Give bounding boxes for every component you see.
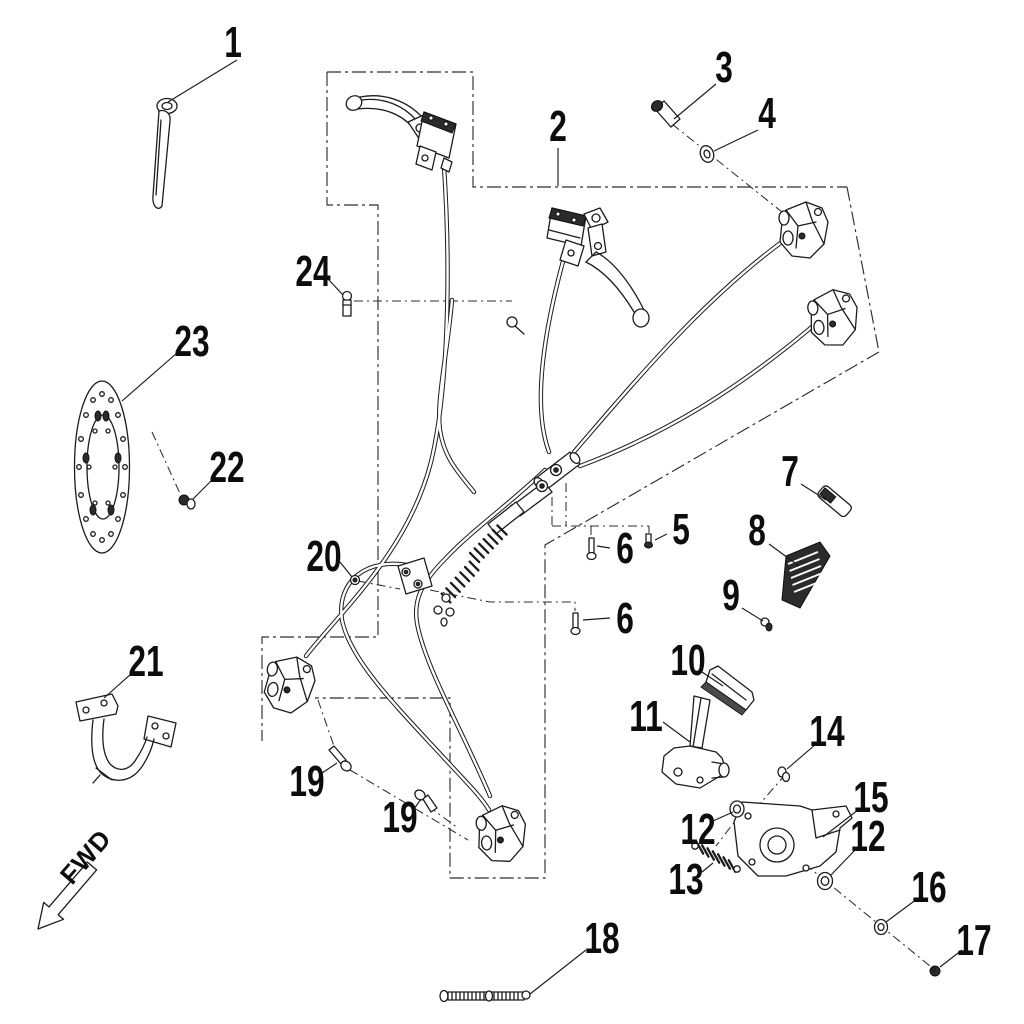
nut-17 (929, 965, 941, 977)
callout-8: 8 (748, 506, 766, 555)
hose-guard (152, 97, 178, 210)
bolt-3 (650, 100, 681, 128)
rear-brake-lever-assembly (546, 207, 650, 328)
mount-bracket (733, 801, 853, 877)
callout-20: 20 (306, 532, 341, 581)
carrier-bracket (75, 693, 177, 784)
callout-6a: 6 (616, 524, 634, 573)
pin-9 (760, 617, 773, 632)
brake-caliper-rear (474, 803, 529, 865)
bolt-19b (414, 789, 438, 813)
callout-13: 13 (668, 855, 703, 904)
callout-2: 2 (549, 102, 567, 151)
brake-caliper-front-left (259, 651, 320, 717)
pin-24 (341, 290, 353, 317)
bolt-5 (644, 533, 653, 549)
fwd-arrow-icon (37, 861, 98, 930)
bolt-6b (570, 612, 581, 636)
front-brake-lever-assembly (345, 95, 457, 173)
callout-24: 24 (295, 247, 331, 296)
callout-19a: 19 (289, 757, 324, 806)
brake-pedal (661, 695, 730, 789)
ring-12b (816, 871, 834, 891)
callouts: 1 2 3 4 5 6 6 7 8 9 10 11 12 12 13 14 15… (128, 18, 991, 965)
washer-4 (699, 145, 715, 163)
bolt-6a (586, 537, 597, 561)
callout-3: 3 (715, 43, 733, 92)
region-boundaries (261, 71, 880, 879)
pedal-spring (691, 841, 741, 873)
callout-21: 21 (128, 637, 163, 686)
bushing-14 (777, 766, 791, 783)
callout-14: 14 (809, 707, 845, 756)
callout-6b: 6 (616, 594, 634, 643)
brake-caliper-front-right (778, 201, 829, 259)
callout-18: 18 (584, 914, 619, 963)
hose-junction (397, 451, 581, 627)
callout-11: 11 (629, 692, 662, 741)
bolt-19a (328, 745, 352, 772)
disc-screw (178, 494, 196, 510)
leader-lines (103, 59, 963, 995)
callout-17: 17 (956, 916, 991, 965)
hose-clamp (506, 316, 518, 328)
washer-16 (873, 918, 889, 936)
callout-23: 23 (174, 317, 209, 366)
pad-10 (700, 665, 755, 716)
clip-7 (817, 485, 852, 518)
fwd-indicator: FWD (37, 823, 117, 930)
brake-caliper-rear-right (805, 286, 862, 349)
nut-20 (349, 574, 361, 586)
callout-4: 4 (758, 89, 776, 138)
callout-22: 22 (209, 443, 244, 492)
callout-12b: 12 (850, 812, 885, 861)
finned-plate-8 (781, 541, 831, 609)
callout-9: 9 (722, 571, 740, 620)
brake-hoses (303, 163, 823, 813)
callout-15: 15 (853, 773, 888, 822)
callout-1: 1 (224, 18, 242, 67)
callout-5: 5 (672, 505, 690, 554)
callout-10: 10 (670, 636, 705, 685)
callout-7: 7 (781, 447, 799, 496)
brake-disc (73, 380, 131, 554)
ring-12a (729, 800, 745, 818)
callout-12a: 12 (680, 805, 715, 854)
threaded-rod (439, 989, 531, 1003)
callout-19b: 19 (382, 793, 417, 842)
callout-16: 16 (911, 863, 946, 912)
